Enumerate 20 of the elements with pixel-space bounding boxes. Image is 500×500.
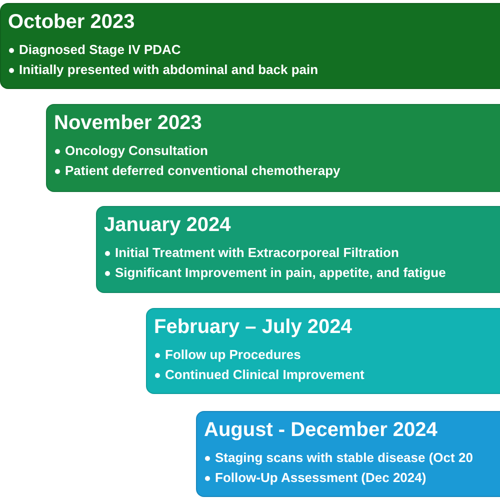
timeline-card: [196, 411, 500, 497]
bullet-text: Follow up Procedures: [165, 346, 301, 364]
period-heading: January 2024: [104, 213, 231, 237]
bullet-text: Oncology Consultation: [65, 142, 208, 160]
period-heading: October 2023: [8, 10, 135, 34]
timeline-card: [96, 206, 500, 293]
bullet-text: Initial Treatment with Extracorporeal Filtration: [115, 244, 399, 262]
bullet-text: Follow-Up Assessment (Dec 2024): [215, 469, 426, 487]
bullet-text: Diagnosed Stage IV PDAC: [19, 41, 181, 59]
bullet-text: Initially presented with abdominal and back pain: [19, 61, 318, 79]
bullet-text: Significant Improvement in pain, appetite, and fatigue: [115, 264, 446, 282]
period-heading: August - December 2024: [204, 418, 438, 442]
timeline-card: [146, 308, 500, 394]
bullet-text: Staging scans with stable disease (Oct 20: [215, 449, 473, 467]
period-heading: November 2023: [54, 111, 202, 135]
timeline-card: [46, 104, 500, 192]
period-heading: February – July 2024: [154, 315, 352, 339]
timeline-card: [0, 3, 500, 89]
bullet-text: Continued Clinical Improvement: [165, 366, 364, 384]
bullet-text: Patient deferred conventional chemotherapy: [65, 162, 340, 180]
